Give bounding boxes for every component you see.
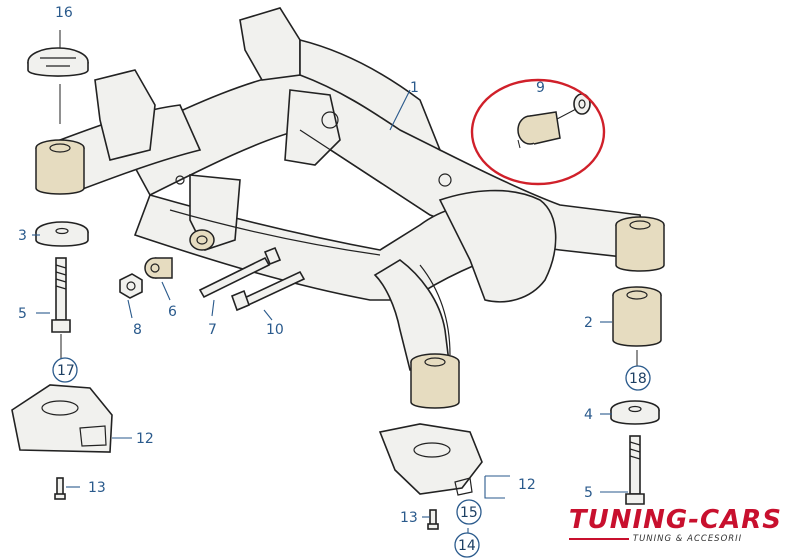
frame-bushing-bottom [410,353,460,409]
part-8-nut [119,273,143,299]
part-16-cap [27,47,89,77]
part-13-screw-left [54,477,66,500]
part-7-bolt [198,246,282,299]
part-6-bushing [144,257,173,279]
label-3: 3 [18,228,27,244]
label-4: 4 [584,407,593,423]
label-17: 17 [57,363,75,379]
label-14: 14 [458,538,476,554]
label-18-circle [625,365,651,391]
frame-bushing-left [35,139,85,195]
label-17-circle [52,357,78,383]
highlight-circle [470,78,606,186]
label-18: 18 [629,371,647,387]
rear-subframe [58,7,652,371]
part-5-bolt-left [51,257,71,333]
label-2: 2 [584,315,593,331]
part-9-bushing [517,93,591,149]
label-15: 15 [460,505,478,521]
brand-underline [568,537,629,540]
brand-tagline-text: TUNING & ACCESORII [632,534,743,544]
label-12-left: 12 [136,431,154,447]
label-12-right: 12 [518,477,536,493]
part-13-screw-bottom [427,509,439,530]
label-8: 8 [133,322,142,338]
brand-name: TUNING-CARS [568,505,782,535]
label-13-left: 13 [88,480,106,496]
label-13-right: 13 [400,510,418,526]
label-5-left: 5 [18,306,27,322]
label-5-right: 5 [584,485,593,501]
part-12-mount-left [11,384,113,453]
part-10-bolt [230,270,306,312]
part-3-washer [35,221,89,247]
brand-tagline: TUNING & ACCESORII [568,534,782,544]
label-10: 10 [266,322,284,338]
label-6: 6 [168,304,177,320]
part-2-bushing-right [612,286,662,347]
frame-bushing-right [615,216,665,272]
label-9: 9 [536,80,545,96]
brand-logo: TUNING-CARS TUNING & ACCESORII [568,505,782,544]
label-15-circle [456,499,482,525]
label-1: 1 [410,80,419,96]
frame-diff-bushing [189,229,215,251]
label-7: 7 [208,322,217,338]
label-16: 16 [55,5,73,21]
part-12-mount-bottom [378,423,483,496]
label-14-circle [454,532,480,558]
part-5-bolt-right [625,435,645,505]
part-4-washer-right [610,400,660,425]
